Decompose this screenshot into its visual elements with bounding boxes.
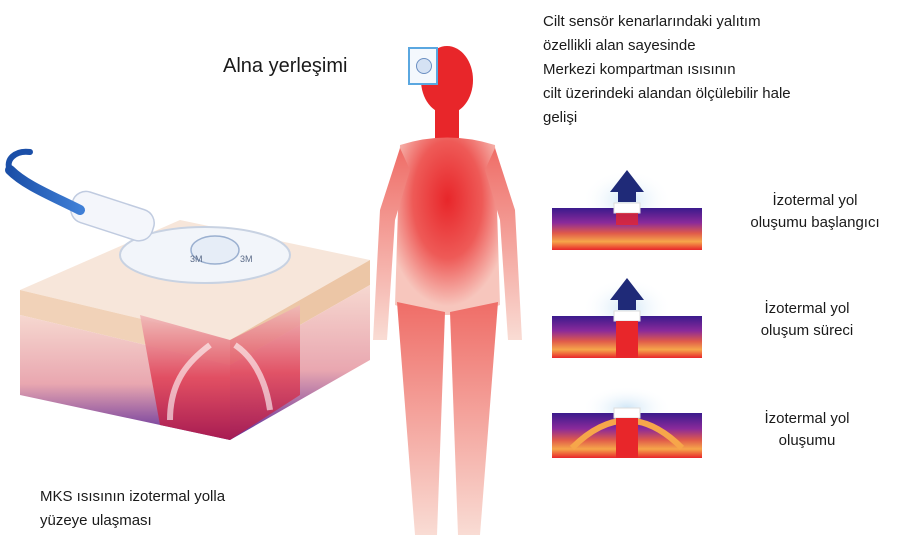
description-line-1: Cilt sensör kenarlarındaki yalıtım [543, 10, 913, 34]
stage-3-label-line-1: İzotermal yol [712, 408, 902, 430]
heat-column [616, 213, 638, 225]
sensor-cable [10, 170, 80, 210]
sensor-body [67, 188, 158, 245]
stage-1-label-line-1: İzotermal yol [715, 190, 915, 212]
description-text: Cilt sensör kenarlarındaki yalıtım özell… [543, 10, 913, 130]
heat-column [616, 418, 638, 458]
stage-2-label-line-2: oluşum süreci [712, 320, 902, 342]
heat-column [616, 321, 638, 358]
left-leg [397, 302, 445, 535]
neck [435, 110, 459, 140]
up-arrow-stem [618, 300, 636, 310]
sensor-pad [614, 203, 640, 213]
bottom-caption-line-2: yüzeye ulaşması [40, 509, 225, 533]
forehead-placement-label: Alna yerleşimi [223, 55, 347, 78]
forehead-sensor-icon [416, 58, 432, 74]
sensor-label-2: 3M [240, 254, 253, 264]
stage-1-label: İzotermal yol oluşumu başlangıcı [715, 190, 915, 234]
skin-cross-section-illustration: 3M 3M [0, 140, 390, 470]
description-line-5: gelişi [543, 106, 913, 130]
human-body-heatmap [355, 40, 540, 545]
stage-2-label: İzotermal yol oluşum süreci [712, 298, 902, 342]
sensor-cable-end [9, 152, 30, 170]
bottom-caption: MKS ısısının izotermal yolla yüzeye ulaş… [40, 485, 225, 533]
sensor-label-1: 3M [190, 254, 203, 264]
sensor-pad [614, 408, 640, 418]
right-leg [450, 302, 498, 535]
stage-1-label-line-2: oluşumu başlangıcı [715, 212, 915, 234]
up-arrow-stem [618, 192, 636, 202]
stage-1-diagram [552, 170, 702, 255]
stage-3-label: İzotermal yol oluşumu [712, 408, 902, 452]
description-line-2: özellikli alan sayesinde [543, 34, 913, 58]
description-line-4: cilt üzerindeki alandan ölçülebilir hale [543, 82, 913, 106]
stage-2-diagram [552, 278, 702, 363]
bottom-caption-line-1: MKS ısısının izotermal yolla [40, 485, 225, 509]
stage-3-label-line-2: oluşumu [712, 430, 902, 452]
description-line-3: Merkezi kompartman ısısının [543, 58, 913, 82]
sensor-pad [614, 311, 640, 321]
stage-2-label-line-1: İzotermal yol [712, 298, 902, 320]
torso [395, 138, 500, 316]
stage-3-diagram [552, 388, 702, 463]
